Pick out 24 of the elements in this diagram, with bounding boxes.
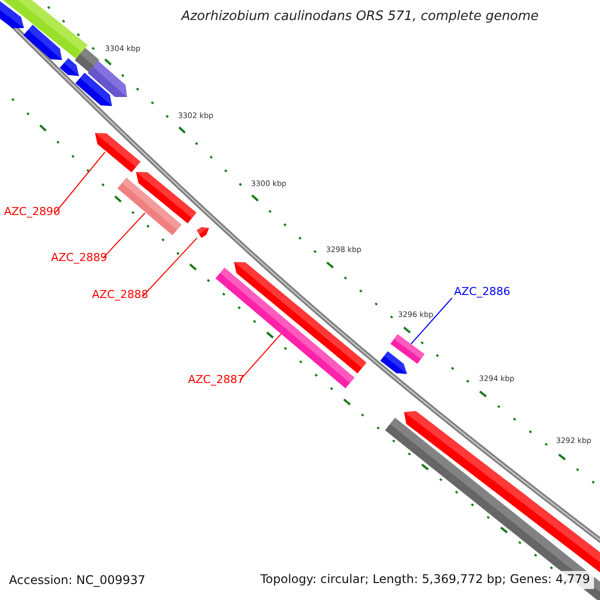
- gene-label: AZC_2890: [4, 206, 60, 219]
- accession-text: Accession: NC_009937: [9, 574, 146, 588]
- leader-line: [54, 152, 106, 214]
- gene-feature: [380, 351, 407, 374]
- gene-feature: [75, 72, 112, 106]
- leader-line: [142, 238, 198, 296]
- leader-line: [240, 334, 282, 380]
- map-title: Azorhizobium caulinodans ORS 571, complete genome: [180, 10, 540, 25]
- gene-label: AZC_2887: [188, 374, 244, 387]
- gene-label: AZC_2889: [51, 252, 108, 265]
- gene-feature: [117, 178, 182, 236]
- gene-label: AZC_2886: [454, 286, 510, 299]
- gene-feature: [0, 0, 24, 28]
- gene-feature: [234, 262, 366, 374]
- gene-feature: [74, 48, 100, 72]
- gene-feature: [390, 334, 425, 364]
- gene-feature: [196, 227, 209, 238]
- gene-feature: [95, 133, 140, 172]
- gene-feature: [136, 172, 196, 224]
- leader-line: [410, 298, 452, 344]
- gene-feature: [23, 24, 62, 60]
- gene-label: AZC_2888: [92, 289, 148, 302]
- gene-feature: [60, 58, 79, 76]
- gene-feature: [88, 61, 127, 98]
